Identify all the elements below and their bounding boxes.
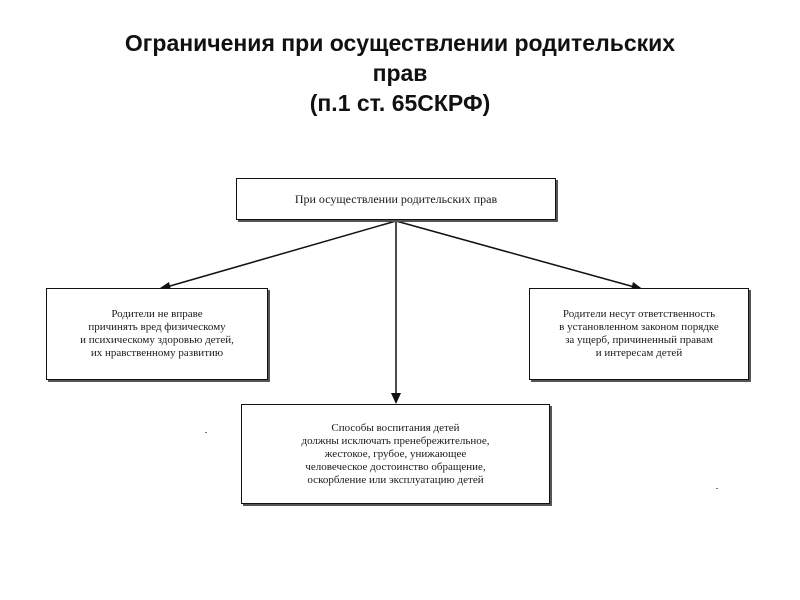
bottom-box: Способы воспитания детей должны исключат… xyxy=(241,404,550,504)
left-box-line: причинять вред физическому xyxy=(88,321,226,333)
right-box-line: и интересам детей xyxy=(595,347,683,359)
title-line-3: (п.1 ст. 65СКРФ) xyxy=(309,90,491,116)
title-line-1: Ограничения при осуществлении родительск… xyxy=(124,30,676,56)
bottom-box-line: жестокое, грубое, унижающее xyxy=(324,447,467,460)
scan-speck xyxy=(716,488,718,489)
left-box-line: Родители не вправе xyxy=(111,308,203,320)
top-box: При осуществлении родительских прав xyxy=(236,178,556,220)
right-box: Родители несут ответственность в установ… xyxy=(529,288,749,380)
bottom-box-line: оскорбление или эксплуатацию детей xyxy=(307,473,484,486)
bottom-box-line: Способы воспитания детей xyxy=(331,421,460,434)
left-box: Родители не вправе причинять вред физиче… xyxy=(46,288,268,380)
bottom-box-line: должны исключать пренебрежительное, xyxy=(301,434,490,447)
right-box-line: Родители несут ответственность xyxy=(562,308,716,320)
scan-speck xyxy=(205,432,207,433)
arrowhead-bottom xyxy=(391,393,401,404)
title-line-2: прав xyxy=(372,60,428,86)
right-box-line: в установленном законом порядке xyxy=(559,321,719,333)
arrow-to-left-box xyxy=(162,220,397,289)
top-box-text: При осуществлении родительских прав xyxy=(294,191,498,206)
left-box-line: их нравственному развитию xyxy=(90,347,224,359)
slide-title: Ограничения при осуществлении родительск… xyxy=(0,28,800,118)
right-box-line: за ущерб, причиненный правам xyxy=(565,334,713,346)
bottom-box-line: человеческое достоинство обращение, xyxy=(305,460,486,473)
left-box-line: и психическому здоровью детей, xyxy=(80,334,234,346)
arrow-to-right-box xyxy=(395,220,639,289)
